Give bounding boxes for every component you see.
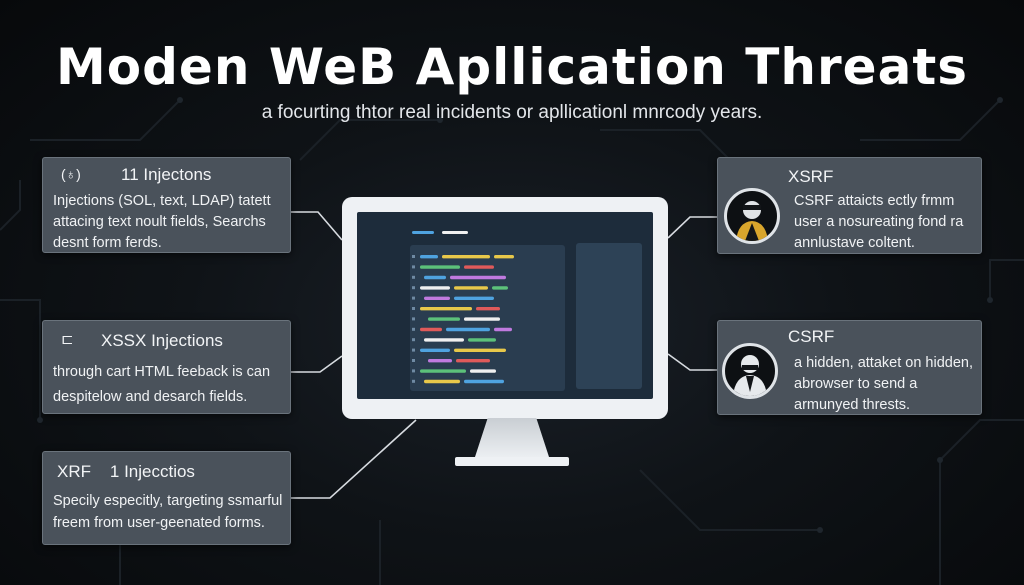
page-subtitle: a focurting thtor real incidents or apll… — [261, 102, 763, 123]
code-token — [428, 359, 452, 363]
card-heading: CSRF — [788, 327, 835, 346]
computer-monitor-icon — [342, 197, 668, 419]
code-lines — [412, 255, 514, 384]
hacker-avatar-icon — [724, 188, 780, 244]
mask-icon: (♁) — [61, 166, 81, 182]
code-token — [420, 265, 460, 269]
code-line-marker — [412, 369, 415, 373]
code-token — [420, 348, 450, 352]
card-description: through cart HTML feeback is can despite… — [53, 360, 270, 410]
card-line: abrowser to send a — [794, 376, 918, 392]
code-line-marker — [412, 286, 415, 290]
code-line-marker — [412, 275, 415, 279]
code-token — [442, 255, 490, 259]
card-line: despitelow and desarch fields. — [53, 389, 248, 405]
code-token — [494, 327, 512, 332]
code-token — [464, 265, 494, 269]
code-token — [420, 255, 438, 259]
code-token — [470, 369, 496, 373]
threat-card-xsrf: XSRF CSRF attaicts ectly frmm user a nos… — [717, 157, 982, 254]
code-token — [420, 327, 442, 332]
threat-card-injections: (♁) 11 Injectons Injections (SOL, text, … — [42, 157, 291, 253]
card-line: attacing text noult fields, Searchs — [53, 214, 266, 230]
code-token — [424, 296, 450, 300]
code-line-marker — [412, 317, 415, 321]
card-description: Specily especitly, targeting ssmarful fr… — [53, 490, 282, 534]
code-line-marker — [412, 359, 415, 362]
code-line-marker — [412, 327, 415, 331]
card-heading: 11 Injectons — [121, 165, 212, 184]
attacker-avatar-icon — [722, 343, 778, 399]
code-token — [464, 317, 500, 321]
threat-card-xss: ⊏ XSSX Injections through cart HTML feeb… — [42, 320, 291, 414]
card-heading: XSSX Injections — [101, 331, 223, 350]
monitor-screen — [357, 212, 653, 399]
monitor-stand — [474, 418, 550, 460]
code-token — [454, 348, 506, 352]
code-line-marker — [412, 348, 415, 352]
card-line: desnt form ferds. — [53, 235, 162, 251]
code-line-marker — [412, 265, 415, 269]
card-line: Injections (SOL, text, LDAP) tatett — [53, 193, 271, 209]
code-line-marker — [412, 379, 415, 383]
card-heading: XRF 1 Injecctios — [57, 462, 195, 481]
card-line: user a nosureating fond ra — [794, 214, 964, 230]
card-description: Injections (SOL, text, LDAP) tatett atta… — [53, 191, 271, 254]
card-description: CSRF attaicts ectly frmm user a nosureat… — [794, 191, 963, 254]
code-token — [476, 307, 500, 311]
top-bar-dashes — [412, 231, 468, 234]
threat-card-csrf: CSRF a hidden, attaket on hidden, abrows… — [717, 320, 982, 415]
card-line: a hidden, attaket on hidden, — [794, 355, 973, 371]
code-token — [420, 369, 466, 373]
card-line: Specily especitly, targeting ssmarful — [53, 493, 283, 509]
code-token — [424, 338, 464, 342]
code-token — [456, 359, 490, 363]
card-line: through cart HTML feeback is can — [53, 364, 271, 380]
code-line-marker — [412, 338, 415, 342]
code-token — [446, 327, 490, 332]
code-token — [424, 275, 446, 280]
code-line-marker — [412, 296, 415, 300]
code-token — [424, 379, 460, 384]
code-token — [454, 296, 494, 300]
page-title: Moden WeB Apllication Threats — [56, 38, 968, 96]
code-editor-pane — [410, 245, 565, 391]
code-token — [428, 317, 460, 321]
code-token — [468, 338, 496, 342]
card-line: armunyed thrests. — [794, 397, 911, 413]
code-window-icon: ⊏ — [61, 331, 74, 348]
code-token — [450, 275, 506, 280]
card-line: CSRF attaicts ectly frmm — [794, 193, 955, 209]
code-token — [464, 379, 504, 384]
card-description: a hidden, attaket on hidden, abrowser to… — [794, 353, 973, 416]
code-token — [420, 307, 472, 311]
code-line-marker — [412, 307, 415, 310]
code-line-marker — [412, 255, 415, 258]
card-line: annlustave coltent. — [794, 235, 915, 251]
code-token — [494, 255, 514, 259]
threat-card-xrf: XRF 1 Injecctios Specily especitly, targ… — [42, 451, 291, 545]
code-token — [420, 286, 450, 290]
code-token — [454, 286, 488, 290]
card-line: freem from user-geenated forms. — [53, 515, 265, 531]
side-panel — [576, 243, 642, 389]
code-token — [492, 286, 508, 290]
monitor-base — [455, 457, 569, 466]
card-heading: XSRF — [788, 167, 834, 186]
